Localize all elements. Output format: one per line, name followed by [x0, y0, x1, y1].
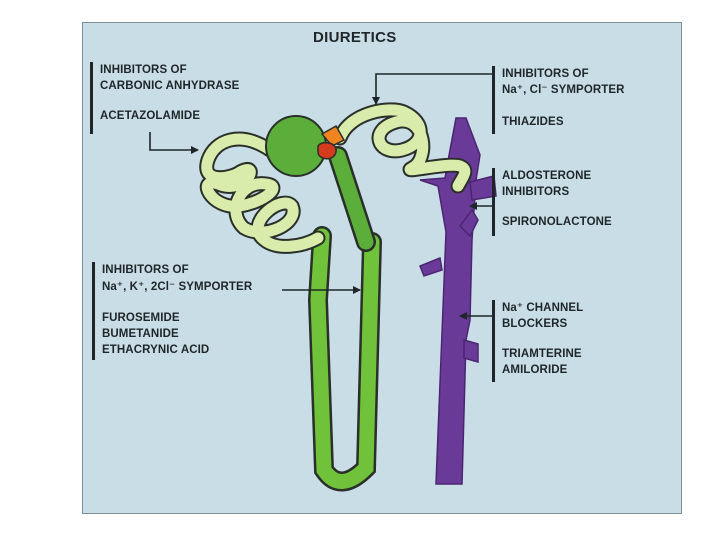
- label-carbonic-anhydrase-heading2: CARBONIC ANHYDRASE: [100, 80, 240, 92]
- label-nkcc-heading1: INHIBITORS OF: [102, 264, 189, 276]
- label-bumetanide: BUMETANIDE: [102, 328, 179, 340]
- diagram-title: DIURETICS: [313, 29, 397, 46]
- label-triamterine: TRIAMTERINE: [502, 348, 582, 360]
- distal-tubule: [332, 102, 473, 194]
- label-ethacrynic-acid: ETHACRYNIC ACID: [102, 344, 210, 356]
- label-carbonic-anhydrase-heading1: INHIBITORS OF: [100, 64, 187, 76]
- label-thiazides: THIAZIDES: [502, 116, 564, 128]
- label-nkcc-heading2: Na⁺, K⁺, 2Cl⁻ SYMPORTER: [102, 281, 253, 293]
- proximal-tubule: [199, 131, 326, 254]
- label-nacl-heading2: Na⁺, Cl⁻ SYMPORTER: [502, 84, 625, 96]
- label-furosemide: FUROSEMIDE: [102, 312, 180, 324]
- label-bar-nkcc-symporter: [92, 262, 95, 360]
- glomerulus: [265, 115, 327, 177]
- label-bar-carbonic-anhydrase: [90, 62, 93, 134]
- label-bar-nacl-symporter: [492, 66, 495, 134]
- label-nacl-heading1: INHIBITORS OF: [502, 68, 589, 80]
- label-spironolactone: SPIRONOLACTONE: [502, 216, 612, 228]
- loop-of-henle: [307, 146, 382, 492]
- macula-densa: [317, 124, 346, 160]
- collecting-duct: [419, 117, 497, 485]
- label-na-channel-heading1: Na⁺ CHANNEL: [502, 302, 584, 314]
- label-bar-aldosterone: [492, 168, 495, 236]
- label-na-channel-heading2: BLOCKERS: [502, 318, 568, 330]
- label-acetazolamide: ACETAZOLAMIDE: [100, 110, 201, 122]
- label-aldosterone-heading1: ALDOSTERONE: [502, 170, 592, 182]
- label-bar-na-channel: [492, 300, 495, 382]
- label-aldosterone-heading2: INHIBITORS: [502, 186, 570, 198]
- arrow-nacl-symporter: [372, 73, 492, 105]
- label-amiloride: AMILORIDE: [502, 364, 568, 376]
- arrow-carbonic-anhydrase: [149, 132, 199, 154]
